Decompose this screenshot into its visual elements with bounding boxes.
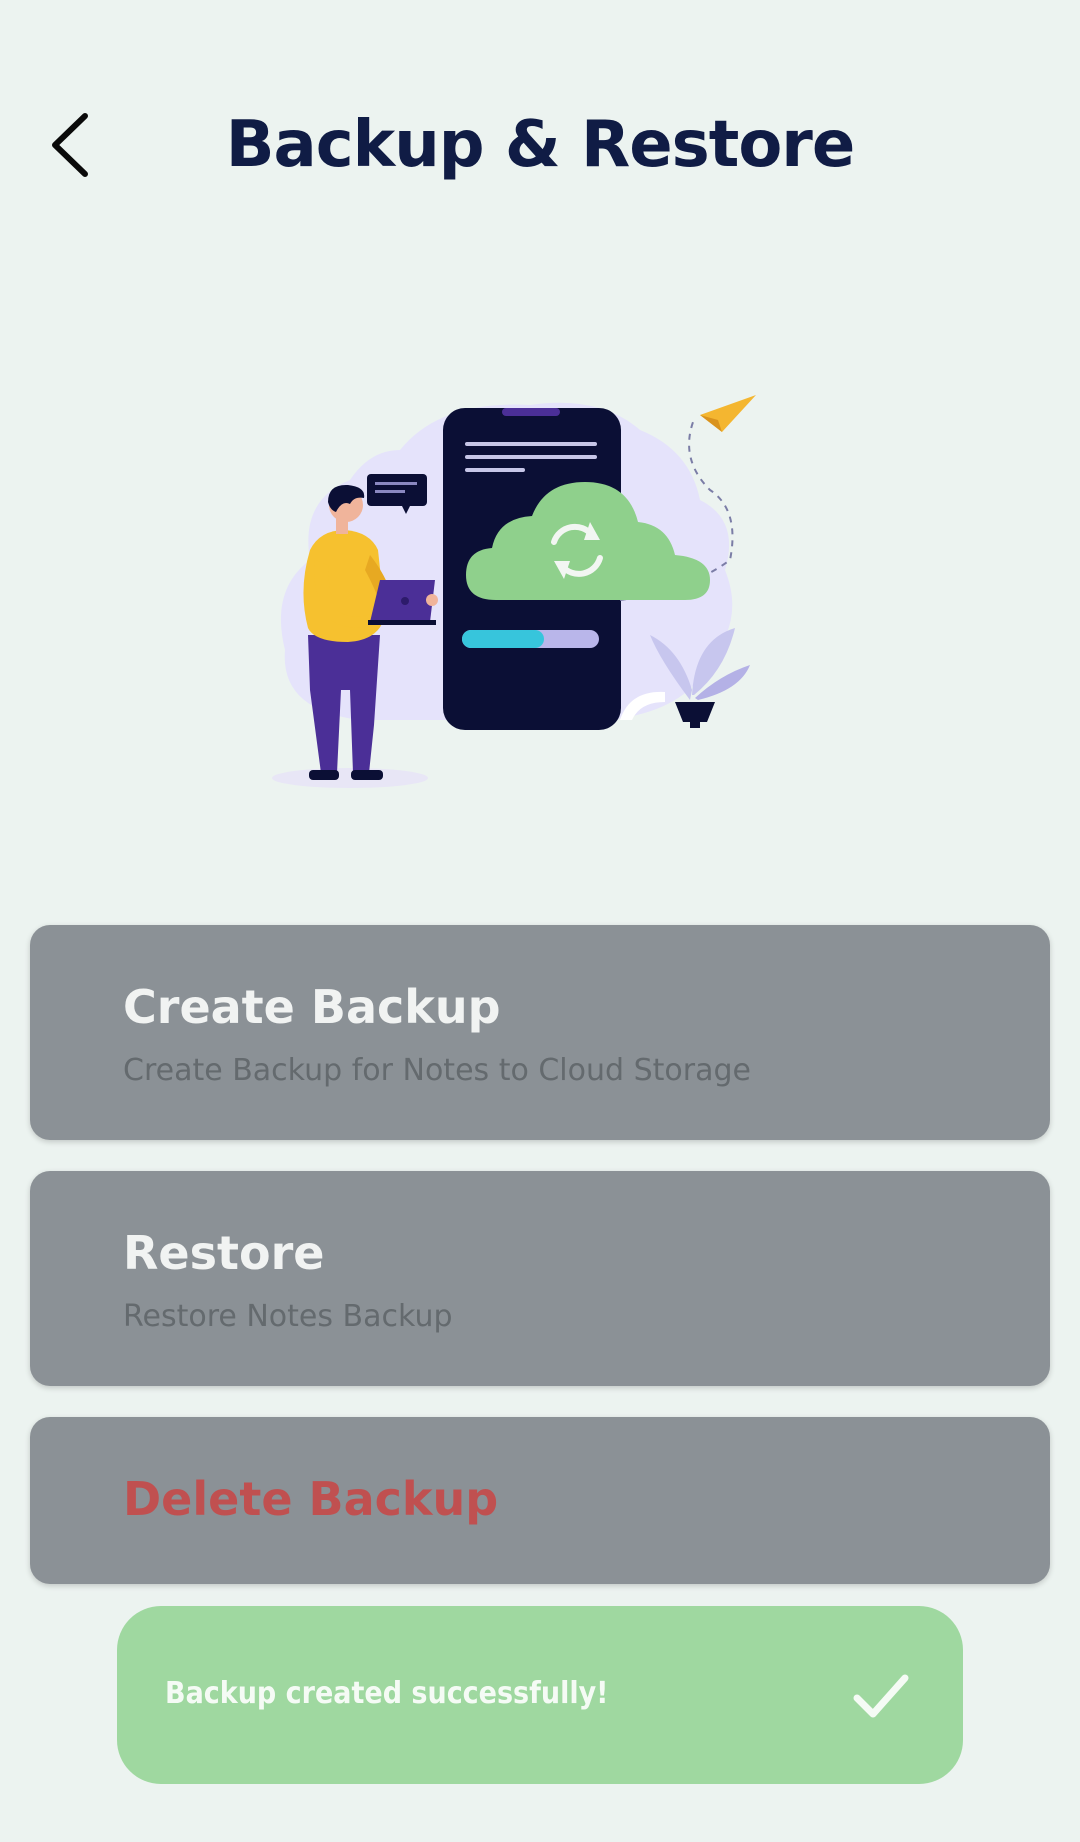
create-backup-subtitle: Create Backup for Notes to Cloud Storage	[123, 1053, 751, 1088]
paper-plane-icon	[700, 395, 756, 432]
toast-message: Backup created successfully!	[165, 1676, 609, 1711]
page-title: Backup & Restore	[225, 108, 856, 182]
plant-illustration	[620, 628, 750, 728]
header: Backup & Restore	[0, 0, 1080, 290]
delete-backup-title: Delete Backup	[123, 1472, 499, 1526]
restore-option[interactable]: Restore Restore Notes Backup	[30, 1171, 1050, 1386]
cloud-sync-icon	[466, 482, 710, 600]
chevron-left-icon	[52, 113, 88, 177]
restore-subtitle: Restore Notes Backup	[123, 1299, 453, 1334]
create-backup-option[interactable]: Create Backup Create Backup for Notes to…	[30, 925, 1050, 1140]
backup-illustration	[270, 390, 810, 800]
upload-progress-fill	[462, 630, 544, 648]
restore-title: Restore	[123, 1226, 325, 1280]
person-with-laptop	[303, 484, 438, 780]
success-toast: Backup created successfully!	[117, 1606, 963, 1784]
delete-backup-option[interactable]: Delete Backup	[30, 1417, 1050, 1584]
back-button[interactable]	[30, 100, 110, 190]
checkmark-icon	[853, 1674, 909, 1718]
create-backup-title: Create Backup	[123, 980, 501, 1034]
chat-bubble-icon	[367, 474, 427, 514]
